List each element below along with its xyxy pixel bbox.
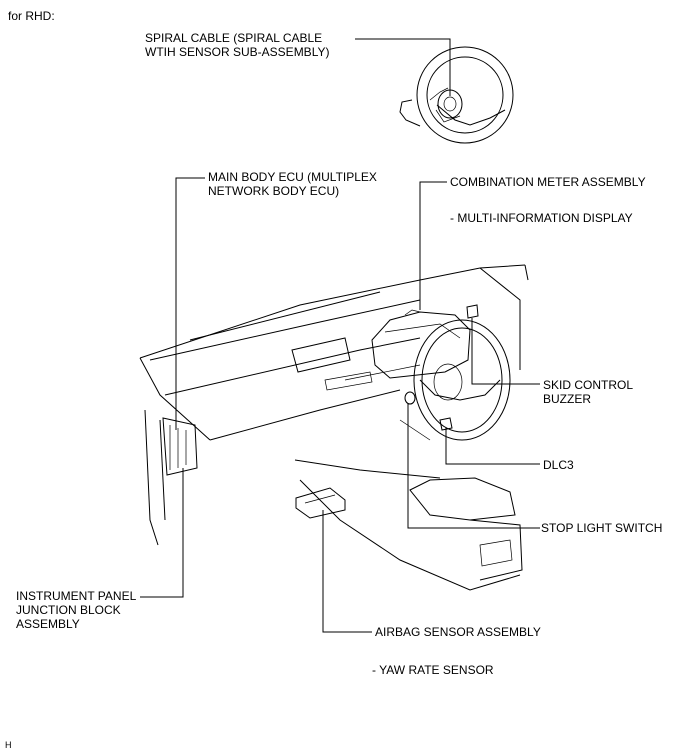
airbag-sensor-label: AIRBAG SENSOR ASSEMBLY bbox=[375, 625, 541, 639]
main-body-ecu-label: MAIN BODY ECU (MULTIPLEX NETWORK BODY EC… bbox=[208, 170, 377, 198]
yaw-rate-sensor-label: - YAW RATE SENSOR bbox=[372, 663, 494, 677]
variant-label: for RHD: bbox=[8, 9, 55, 23]
leader-lines bbox=[140, 38, 540, 633]
steering-wheel-inset bbox=[399, 46, 514, 144]
skid-control-buzzer-label: SKID CONTROL BUZZER bbox=[543, 378, 634, 406]
stop-light-switch-label: STOP LIGHT SWITCH bbox=[541, 521, 663, 535]
dlc3-label: DLC3 bbox=[543, 458, 574, 472]
combination-meter-label: COMBINATION METER ASSEMBLY bbox=[450, 175, 646, 189]
instrument-panel-jb-label: INSTRUMENT PANEL JUNCTION BLOCK ASSEMBLY bbox=[16, 589, 137, 631]
spiral-cable-label: SPIRAL CABLE (SPIRAL CABLE WTIH SENSOR S… bbox=[145, 31, 330, 59]
footer-code: H bbox=[5, 740, 12, 750]
multi-info-display-label: - MULTI-INFORMATION DISPLAY bbox=[450, 211, 633, 225]
dashboard-body bbox=[139, 264, 529, 591]
